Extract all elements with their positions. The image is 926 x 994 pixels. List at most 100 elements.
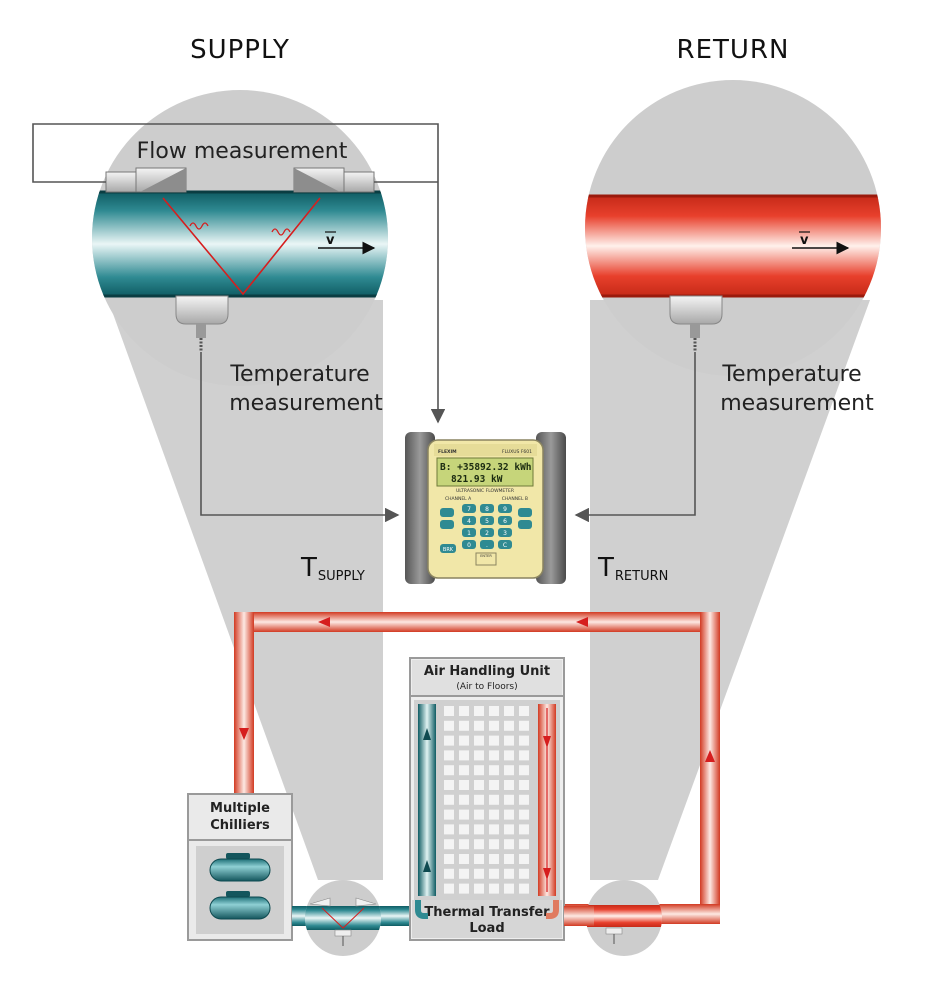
ahu-vent-cell — [519, 809, 529, 820]
ahu-vent-cell — [504, 854, 514, 864]
return-temperature-label-line1: Temperature — [721, 362, 861, 387]
ultrasonic-path — [162, 197, 321, 296]
supply-projection-cone — [108, 300, 383, 880]
ahu-vent-cell — [474, 809, 484, 820]
ahu-vent-cell — [489, 839, 499, 850]
air-handling-unit: Air Handling Unit (Air to Floors) Therma… — [409, 657, 565, 941]
meter-key[interactable]: 8 — [480, 504, 494, 513]
svg-text:3: 3 — [503, 530, 507, 537]
meter-caption: ULTRASONIC FLOWMETER — [456, 488, 514, 494]
meter-key[interactable]: 3 — [498, 528, 512, 537]
svg-text:6: 6 — [503, 518, 507, 525]
ahu-vent-cell — [504, 706, 514, 716]
ahu-vent-cell — [474, 706, 484, 716]
ahu-vent-cell — [459, 780, 469, 790]
ahu-vent-cell — [519, 794, 529, 805]
meter-key[interactable]: 6 — [498, 516, 512, 525]
ahu-vent-cell — [474, 735, 484, 746]
load-label-line2: Load — [469, 921, 504, 936]
transducer-right — [293, 167, 375, 193]
ahu-vent-cell — [474, 868, 484, 879]
ahu-vent-cell — [489, 883, 499, 894]
meter-display-line2: 821.93 kW — [451, 474, 503, 485]
meter-key[interactable]: . — [480, 540, 494, 549]
ahu-vent-cell — [444, 720, 454, 731]
ahu-vent-cell — [519, 839, 529, 850]
meter-arrow-key[interactable] — [518, 508, 532, 517]
meter-brk-key[interactable]: BRK — [440, 544, 456, 553]
ahu-title: Air Handling Unit — [424, 664, 550, 679]
ahu-vent-cell — [504, 824, 514, 835]
ahu-cold-coil — [418, 704, 436, 896]
ahu-vent-cell — [459, 824, 469, 835]
chillers-box: Multiple Chilliers — [187, 793, 293, 941]
ahu-vent-cell — [444, 854, 454, 864]
svg-text:5: 5 — [485, 518, 489, 525]
meter-arrow-key[interactable] — [440, 520, 454, 529]
ahu-vent-cell — [489, 868, 499, 879]
ahu-vent-cell — [474, 883, 484, 894]
ahu-vent-cell — [489, 720, 499, 731]
svg-text:BRK: BRK — [443, 547, 454, 553]
ahu-vent-cell — [459, 883, 469, 894]
meter-key[interactable]: 4 — [462, 516, 476, 525]
ahu-vent-cell — [489, 824, 499, 835]
meter-key[interactable]: C — [498, 540, 512, 549]
signal-cables — [32, 123, 696, 523]
ahu-vent-cell — [504, 868, 514, 879]
ahu-vent-cell — [459, 868, 469, 879]
ahu-vent-cell — [444, 883, 454, 894]
supply-lens-small — [305, 880, 381, 956]
meter-key[interactable]: 0 — [462, 540, 476, 549]
ahu-vent-cell — [459, 809, 469, 820]
t-return-label: TRETURN — [597, 553, 668, 584]
ahu-vent-cell — [504, 839, 514, 850]
svg-text:0: 0 — [467, 542, 471, 549]
ahu-vent-cell — [519, 868, 529, 879]
ahu-vent-cell — [489, 794, 499, 805]
flow-measurement-label: Flow measurement — [137, 139, 348, 164]
svg-text:7: 7 — [467, 506, 471, 513]
ahu-vent-cell — [444, 765, 454, 776]
supply-temperature-label-line1: Temperature — [229, 362, 369, 387]
meter-arrow-key[interactable] — [518, 520, 532, 529]
meter-model: FLUXUS F601 — [502, 449, 532, 455]
ahu-vent-cell — [519, 883, 529, 894]
ahu-vent-cell — [459, 794, 469, 805]
ahu-vent-cell — [489, 765, 499, 776]
meter-key[interactable]: 7 — [462, 504, 476, 513]
ahu-vent-cell — [474, 824, 484, 835]
ahu-vent-cell — [489, 750, 499, 761]
svg-text:4: 4 — [467, 518, 471, 525]
meter-key[interactable]: 9 — [498, 504, 512, 513]
meter-key[interactable]: 1 — [462, 528, 476, 537]
return-temperature-label-line2: measurement — [720, 391, 874, 416]
meter-channel-b: CHANNEL B — [502, 496, 528, 502]
t-supply-label: TSUPPLY — [300, 553, 365, 584]
return-temperature-sensor — [669, 295, 723, 352]
ahu-vent-cell — [504, 750, 514, 761]
meter-display — [436, 457, 534, 487]
ahu-vent-cell — [504, 720, 514, 731]
ahu-vent-cell — [444, 809, 454, 820]
ahu-vent-cell — [504, 809, 514, 820]
meter-key[interactable]: 2 — [480, 528, 494, 537]
meter-enter-key[interactable]: ENTER — [475, 552, 497, 566]
ahu-vent-grid — [444, 706, 529, 894]
meter-arrow-key[interactable] — [440, 508, 454, 517]
ahu-vent-cell — [489, 735, 499, 746]
ahu-vent-cell — [519, 765, 529, 776]
ahu-vent-cell — [474, 839, 484, 850]
svg-text:1: 1 — [467, 530, 471, 537]
svg-text:.: . — [486, 542, 488, 549]
return-pipe — [585, 196, 881, 296]
meter-display-line1: B: +35892.32 kWh — [440, 462, 532, 473]
supply-heading: SUPPLY — [190, 35, 290, 65]
ahu-vent-cell — [459, 854, 469, 864]
ahu-vent-cell — [444, 706, 454, 716]
ahu-vent-cell — [444, 868, 454, 879]
meter-key[interactable]: 5 — [480, 516, 494, 525]
ahu-vent-cell — [504, 883, 514, 894]
chiller-tank-2 — [209, 891, 271, 920]
